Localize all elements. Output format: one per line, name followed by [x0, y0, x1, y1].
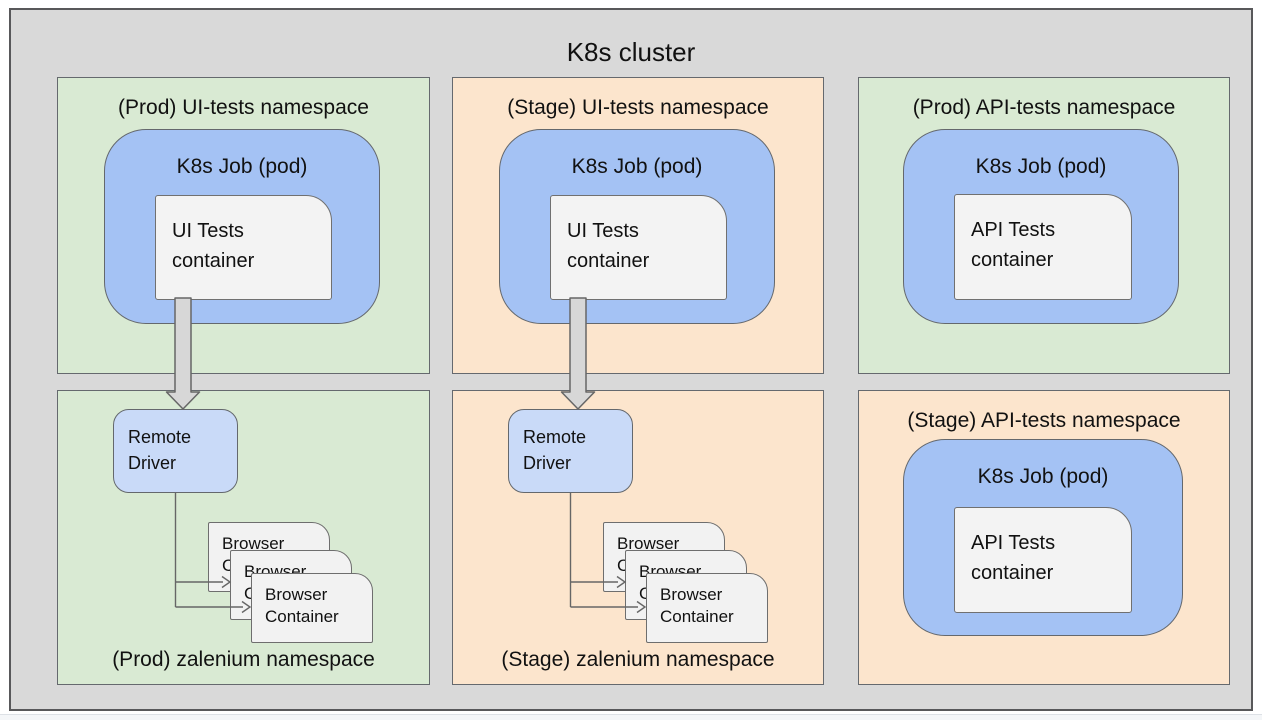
namespace-stage-api-tests: (Stage) API-tests namespace K8s Job (pod…	[858, 390, 1230, 685]
namespace-prod-api-tests: (Prod) API-tests namespace K8s Job (pod)…	[858, 77, 1230, 374]
namespace-label: (Stage) UI-tests namespace	[507, 96, 769, 119]
container-label-line1: UI Tests	[172, 220, 244, 242]
container-label-line2: container	[971, 249, 1054, 271]
namespace-stage-ui-tests: (Stage) UI-tests namespace K8s Job (pod)…	[452, 77, 824, 374]
container-label-line2: container	[172, 250, 255, 272]
cluster-title: K8s cluster	[566, 37, 696, 67]
browser-label-line2: Container	[660, 607, 734, 626]
ui-tests-container-box: UI Tests container	[550, 195, 727, 300]
container-label-line1: API Tests	[971, 532, 1056, 554]
namespace-label: (Prod) UI-tests namespace	[118, 96, 369, 119]
browser-label-line1: Browser	[222, 534, 285, 553]
remote-driver-line1: Remote	[523, 427, 587, 447]
container-label-line1: UI Tests	[567, 220, 639, 242]
job-pod-label: K8s Job (pod)	[176, 155, 308, 178]
namespace-label: (Stage) zalenium namespace	[501, 648, 775, 671]
namespace-label: (Stage) API-tests namespace	[907, 409, 1181, 432]
browser-container-box-front: Browser Container	[251, 573, 373, 643]
k8s-job-pod-box: K8s Job (pod) API Tests container	[903, 129, 1179, 324]
container-label-line2: container	[971, 562, 1054, 584]
remote-driver-line2: Driver	[523, 453, 571, 473]
container-label-line1: API Tests	[971, 219, 1056, 241]
k8s-job-pod-box: K8s Job (pod) API Tests container	[903, 439, 1183, 636]
api-tests-container-box: API Tests container	[954, 194, 1132, 300]
namespace-label: (Prod) API-tests namespace	[912, 96, 1176, 119]
browser-label-line1: Browser	[265, 585, 328, 604]
ui-tests-container-box: UI Tests container	[155, 195, 332, 300]
remote-driver-box: Remote Driver	[113, 409, 238, 493]
browser-label-line1: Browser	[617, 534, 680, 553]
job-pod-label: K8s Job (pod)	[977, 465, 1109, 488]
browser-container-box-front: Browser Container	[646, 573, 768, 643]
job-pod-label: K8s Job (pod)	[571, 155, 703, 178]
api-tests-container-box: API Tests container	[954, 507, 1132, 613]
page-bottom-strip	[0, 714, 1262, 720]
namespace-stage-zalenium: Remote Driver Browser Container Browser …	[452, 390, 824, 685]
browser-label-line1: Browser	[660, 585, 723, 604]
k8s-job-pod-box: K8s Job (pod) UI Tests container	[104, 129, 380, 324]
container-label-line2: container	[567, 250, 650, 272]
namespace-prod-zalenium: Remote Driver Browser Container Browser …	[57, 390, 430, 685]
k8s-job-pod-box: K8s Job (pod) UI Tests container	[499, 129, 775, 324]
remote-driver-line1: Remote	[128, 427, 192, 447]
job-pod-label: K8s Job (pod)	[975, 155, 1107, 178]
remote-driver-line2: Driver	[128, 453, 176, 473]
namespace-prod-ui-tests: (Prod) UI-tests namespace K8s Job (pod) …	[57, 77, 430, 374]
namespace-label: (Prod) zalenium namespace	[112, 648, 375, 671]
browser-label-line2: Container	[265, 607, 339, 626]
remote-driver-box: Remote Driver	[508, 409, 633, 493]
